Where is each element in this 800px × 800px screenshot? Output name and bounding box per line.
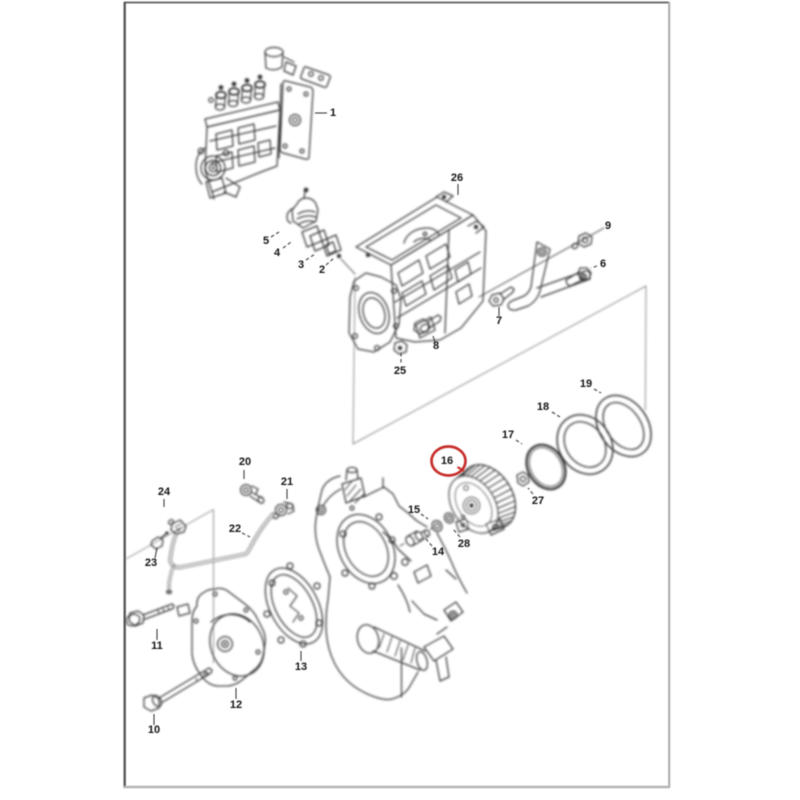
bracket-axis-line [478,227,605,298]
part-callout-15: 15 [408,504,420,516]
part-callout-20: 20 [239,456,251,468]
part-callout-11: 11 [151,640,163,652]
callout-leader [425,538,433,547]
callout-leader [270,231,280,238]
banjo-fitting-21-drawing [272,501,295,520]
callout-leader [241,532,251,538]
part-callout-16: 16 [441,455,453,467]
part-callout-5: 5 [263,235,269,247]
cover-plate-12-drawing [176,587,266,687]
part-callout-17: 17 [502,429,514,441]
injection-pump-drawing [195,46,331,200]
part-callout-22: 22 [229,523,241,535]
callout-leader [420,513,429,520]
callout-layer: 1234567891011121314151617181920212223242… [145,107,611,736]
gasket-13-drawing [263,562,324,648]
callout-leader [154,547,158,559]
gasket-ring-18 [556,414,614,475]
callout-leader [282,241,292,249]
part-callout-6: 6 [600,258,606,270]
line-art [125,46,652,712]
bolt-11-drawing [125,603,175,627]
callout-leader [325,257,335,266]
part-callout-2: 2 [319,264,325,276]
washers-15-28-drawing [431,512,455,533]
callout-leader [432,335,436,343]
callout-leader [590,265,598,269]
part-callout-14: 14 [432,546,445,558]
support-bracket-drawing [488,232,593,311]
part-callout-27: 27 [532,495,544,507]
part-callout-24: 24 [158,486,171,498]
fitting-24-drawing [167,519,187,535]
fuel-pipe-22-drawing [165,512,275,595]
callout-leader [452,528,461,538]
callout-leader [456,466,465,472]
photo-frame-border [123,1,671,789]
part-callout-1: 1 [330,107,336,119]
callout-leader [305,253,316,261]
callout-leader [527,487,534,495]
part-callout-4: 4 [274,247,281,259]
part-callout-12: 12 [230,699,242,711]
fitting-20-drawing [239,483,265,504]
part-callout-10: 10 [148,724,160,736]
timing-gear-drawing [448,464,517,536]
part-callout-19: 19 [580,378,592,390]
callout-leader [551,411,561,418]
assembly-plane-lines [125,276,647,664]
screw-23-drawing [150,531,169,550]
feed-pump-group-drawing [286,187,356,275]
callout-leader [593,388,602,394]
engine-case-drawing [314,466,468,701]
part-callout-9: 9 [605,220,611,232]
part-callout-3: 3 [298,259,304,271]
o-ring-17 [525,443,567,491]
bolt-8-drawing [413,314,442,335]
nut-27-drawing [516,471,530,487]
gasket-ring-19 [595,394,652,458]
part-callout-28: 28 [458,538,470,550]
plug-14-drawing [399,527,434,547]
part-callout-18: 18 [537,401,549,413]
highlight-ring [430,445,467,477]
part-callout-7: 7 [496,315,502,327]
part-callout-8: 8 [433,340,439,352]
nut-25-drawing [393,340,408,355]
part-callout-13: 13 [295,661,307,673]
part-callout-21: 21 [281,476,293,488]
part-callout-23: 23 [145,557,157,569]
part-callout-26: 26 [451,172,463,184]
bolt-10-drawing [143,667,213,712]
part-callout-25: 25 [394,365,406,377]
governor-housing-drawing [348,191,487,353]
callout-leader [515,439,523,445]
